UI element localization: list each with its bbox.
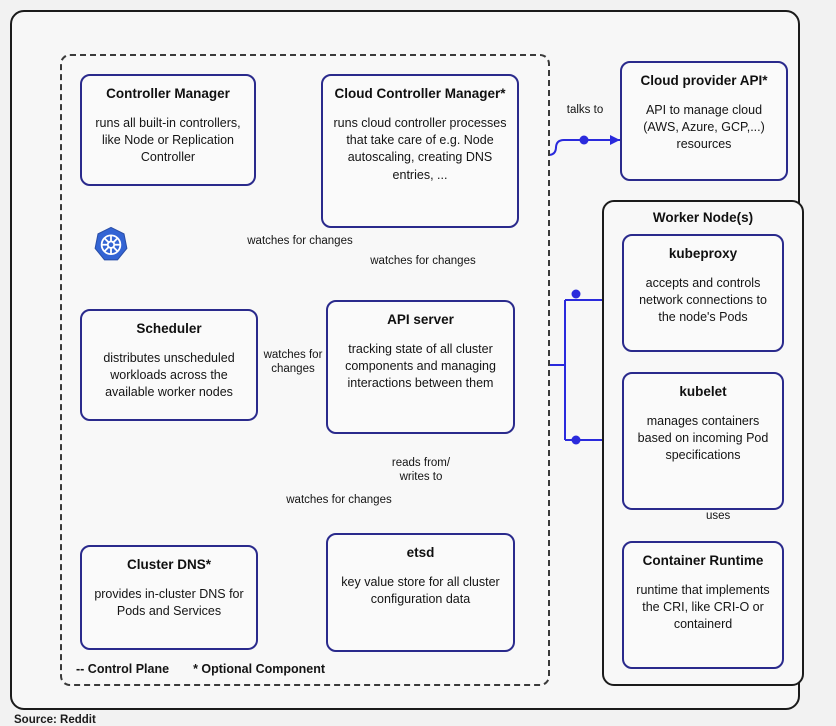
scheduler-title: Scheduler	[136, 321, 202, 336]
controller-manager-desc: runs all built-in controllers, like Node…	[95, 115, 241, 165]
cluster-dns-title: Cluster DNS*	[126, 557, 212, 572]
edge-label-kubelet-to-runtime: uses	[706, 510, 731, 522]
kubelet-desc: manages containers based on incoming Pod…	[637, 413, 769, 463]
kubeproxy-desc: accepts and controls network connections…	[639, 275, 767, 325]
node-scheduler[interactable]: Scheduler distributes unscheduled worklo…	[80, 309, 258, 421]
cloud-provider-api-title: Cloud provider API*	[640, 73, 768, 88]
etcd-title: etsd	[406, 545, 435, 560]
cloud-controller-manager-desc: runs cloud controller processes that tak…	[333, 115, 507, 182]
node-cloud-provider-api[interactable]: Cloud provider API* API to manage cloud …	[620, 61, 788, 181]
kubernetes-logo	[93, 226, 129, 262]
container-runtime-title: Container Runtime	[642, 553, 764, 568]
node-etcd[interactable]: etsd key value store for all cluster con…	[326, 533, 515, 652]
api-server-desc: tracking state of all cluster components…	[345, 341, 496, 391]
node-kubeproxy[interactable]: kubeproxy accepts and controls network c…	[622, 234, 784, 352]
node-controller-manager[interactable]: Controller Manager runs all built-in con…	[80, 74, 256, 186]
node-container-runtime[interactable]: Container Runtime runtime that implement…	[622, 541, 784, 669]
etcd-desc: key value store for all cluster configur…	[341, 574, 500, 607]
legend: -- Control Plane * Optional Component	[76, 662, 325, 676]
edge-label-ccm-to-cloud: talks to	[566, 104, 604, 116]
cloud-controller-manager-title: Cloud Controller Manager*	[334, 86, 506, 101]
controller-manager-title: Controller Manager	[106, 86, 230, 101]
node-kubelet[interactable]: kubelet manages containers based on inco…	[622, 372, 784, 510]
node-cluster-dns[interactable]: Cluster DNS* provides in-cluster DNS for…	[80, 545, 258, 650]
scheduler-desc: distributes unscheduled workloads across…	[103, 350, 235, 400]
edge-label-scheduler-to-api: watches for changes	[263, 349, 323, 376]
cluster-dns-desc: provides in-cluster DNS for Pods and Ser…	[94, 586, 244, 619]
api-server-title: API server	[387, 312, 454, 327]
edge-label-cluster-dns-to-api: watches for changes	[286, 494, 392, 506]
node-api-server[interactable]: API server tracking state of all cluster…	[326, 300, 515, 434]
container-runtime-desc: runtime that implements the CRI, like CR…	[636, 582, 770, 632]
source-note: Source: Reddit	[14, 714, 96, 726]
edge-label-controller-manager-to-api: watches for changes	[247, 235, 353, 247]
edge-label-ccm-to-api: watches for changes	[370, 255, 476, 267]
cloud-provider-api-desc: API to manage cloud (AWS, Azure, GCP,...…	[643, 102, 765, 152]
kubelet-title: kubelet	[679, 384, 727, 399]
legend-optional-component: * Optional Component	[193, 662, 325, 676]
worker-node-region-title: Worker Node(s)	[652, 210, 754, 225]
node-cloud-controller-manager[interactable]: Cloud Controller Manager* runs cloud con…	[321, 74, 519, 228]
kubeproxy-title: kubeproxy	[668, 246, 738, 261]
legend-control-plane: -- Control Plane	[76, 662, 170, 676]
edge-label-api-to-etcd: reads from/ writes to	[391, 457, 451, 484]
